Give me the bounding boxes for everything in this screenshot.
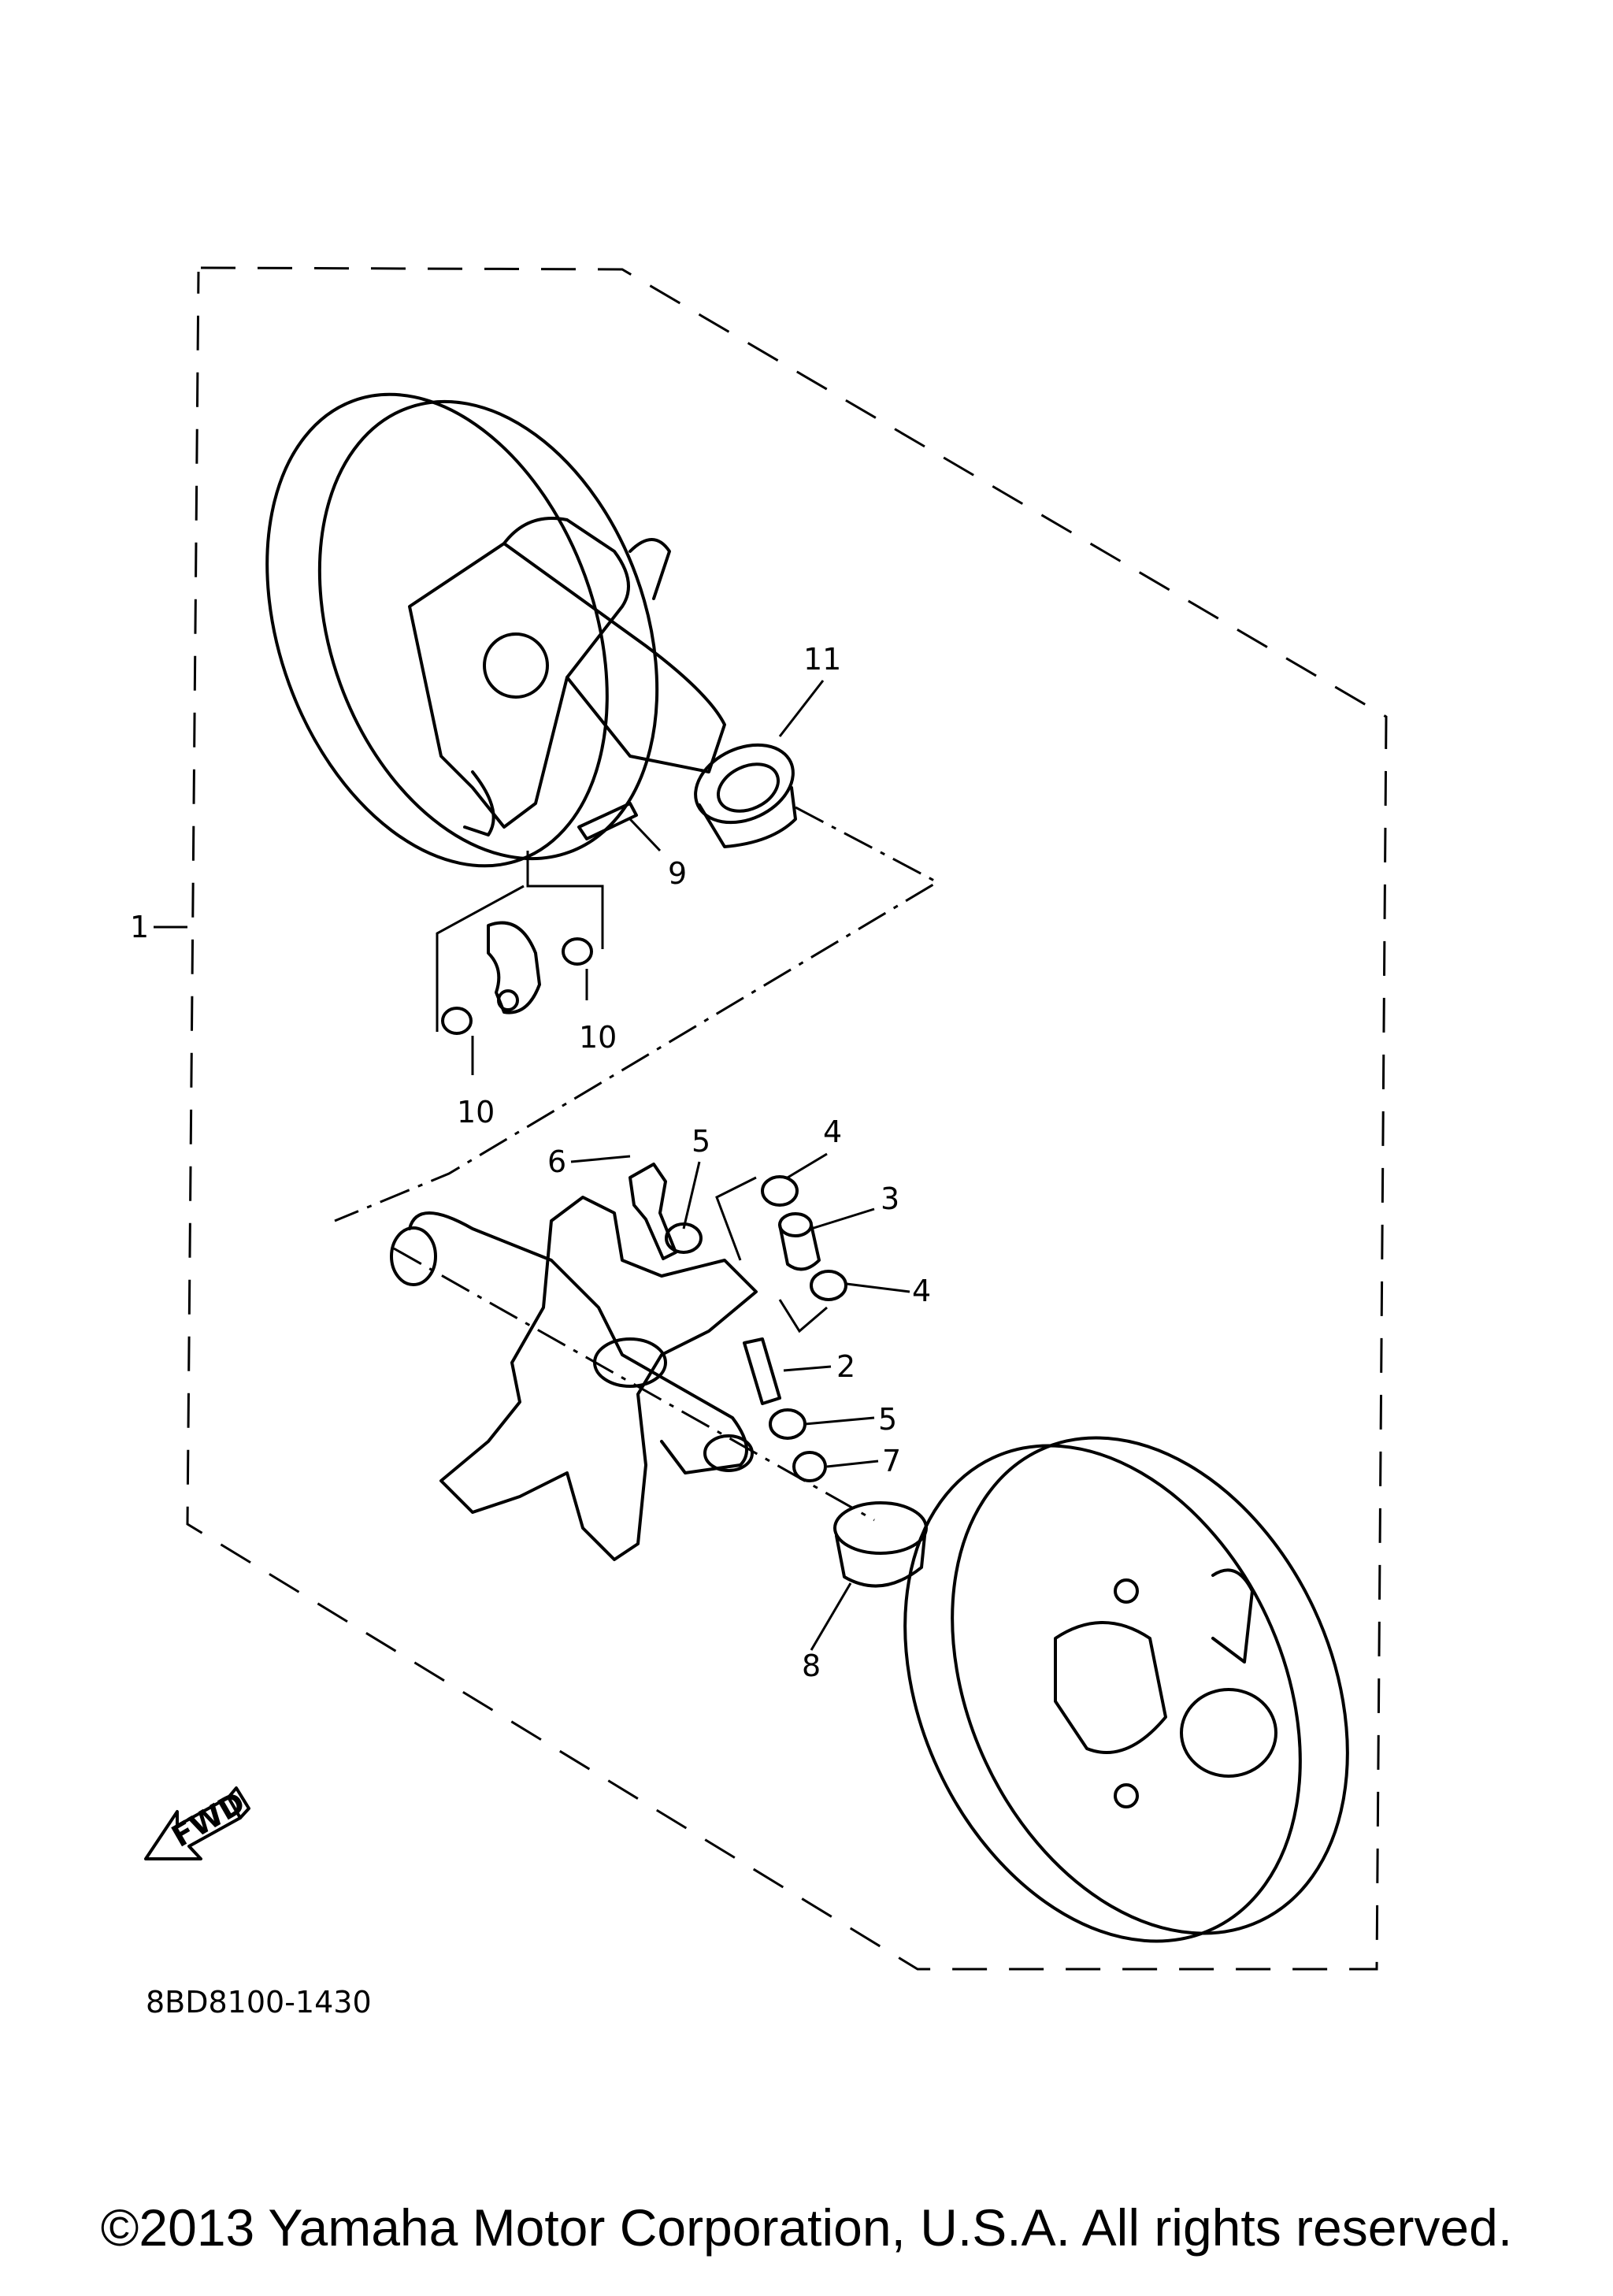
callout-9: 9 (668, 856, 687, 891)
callout-10-upper: 10 (579, 1020, 617, 1055)
weight-part (487, 921, 541, 1014)
callout-4-lower: 4 (912, 1274, 931, 1308)
movable-sheave (903, 1436, 1349, 1943)
callout-4-upper: 4 (823, 1115, 842, 1149)
callout-11: 11 (803, 642, 841, 677)
bracket-weight-group (436, 851, 604, 1032)
callout-8: 8 (802, 1649, 821, 1683)
washer-part-4-lower (810, 1270, 847, 1301)
leader-lines (154, 680, 910, 1651)
assembly-boundary (186, 266, 1388, 1971)
pin-part-2 (743, 1337, 781, 1405)
copyright-notice: ©2013 Yamaha Motor Corporation, U.S.A. A… (100, 2198, 1513, 2257)
callout-3: 3 (881, 1181, 899, 1216)
pin-part-9 (577, 802, 638, 840)
washer-part-5-lower (769, 1408, 806, 1440)
fwd-arrow-icon: FWD (144, 1785, 251, 1860)
callout-6: 6 (547, 1144, 566, 1179)
callout-2: 2 (836, 1349, 855, 1384)
bushing-part-11 (694, 743, 797, 848)
callout-10-lower: 10 (457, 1095, 495, 1129)
axis-line-lower (393, 1247, 875, 1522)
callout-7: 7 (882, 1444, 901, 1478)
roller-part-3 (778, 1212, 821, 1271)
bearing-part-8 (833, 1501, 928, 1588)
washer-part-10-lower (441, 1007, 473, 1035)
fwd-label: FWD (166, 1785, 251, 1854)
callout-5-upper: 5 (692, 1124, 710, 1159)
axis-line-upper (334, 806, 940, 1222)
callout-1: 1 (130, 910, 149, 944)
washer-part-10-upper (562, 937, 593, 966)
nut-part-7 (792, 1451, 827, 1482)
washer-part-4-upper (761, 1175, 799, 1207)
part-code-label: 8BD8100-1430 (146, 1985, 372, 2020)
callout-5-lower: 5 (878, 1402, 897, 1437)
bracket-roller-group (715, 1176, 828, 1333)
spider-hub (390, 1196, 758, 1561)
fixed-sheave (265, 392, 726, 868)
